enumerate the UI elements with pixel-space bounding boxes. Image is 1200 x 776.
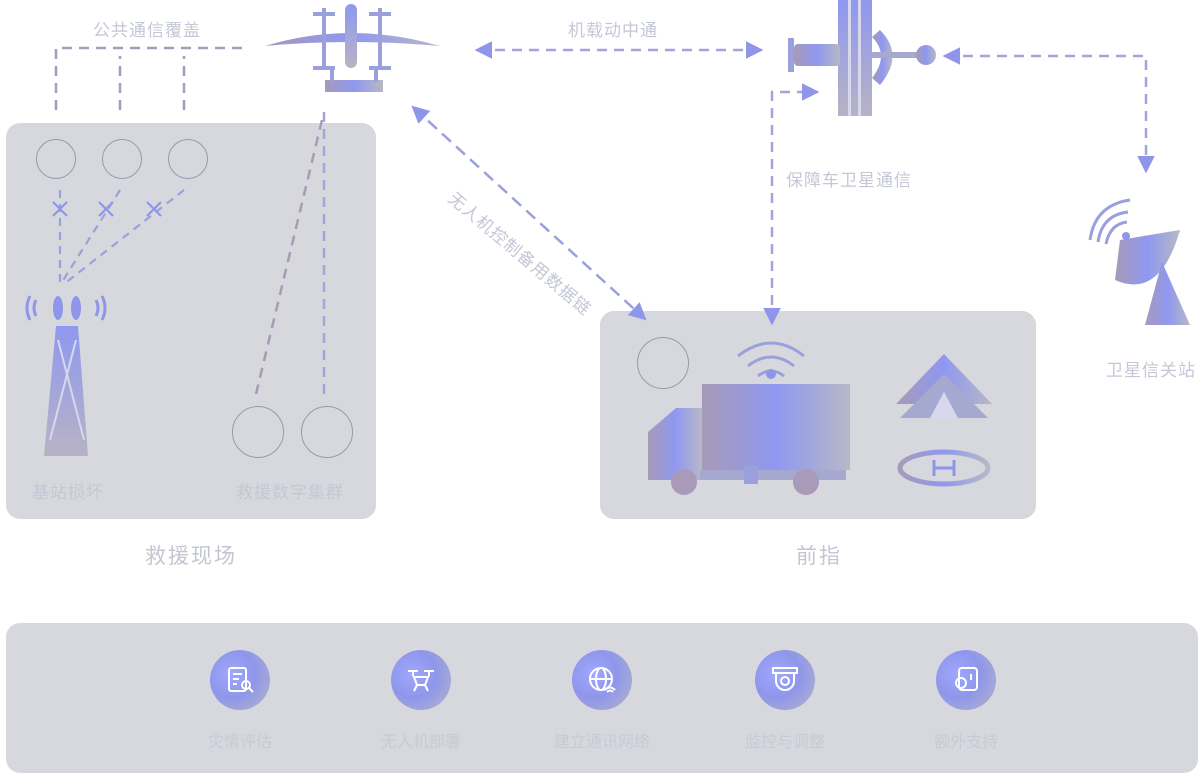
helipad-icon <box>897 449 991 487</box>
step-disaster-assessment: 灾情评估 <box>160 650 320 752</box>
drone-icon <box>391 650 451 710</box>
damaged-tower-icon <box>25 295 107 456</box>
gateway-station-label: 卫星信关站 <box>1106 361 1196 381</box>
rescuer-avatar-3 <box>168 139 208 179</box>
command-post-title: 前指 <box>796 544 842 568</box>
team-member-avatar-2 <box>301 406 353 458</box>
vehicle-satcom-label: 保障车卫星通信 <box>786 171 912 191</box>
rescuer-avatar-1 <box>36 139 76 179</box>
airborne-comm-label: 机载动中通 <box>568 21 658 41</box>
camera-monitor-icon <box>755 650 815 710</box>
command-truck-icon <box>648 341 850 495</box>
vehicle-satcom-link <box>763 83 820 326</box>
drone-to-team-link-2 <box>254 119 324 395</box>
step-uav-deployment: 无人机部署 <box>341 650 501 752</box>
team-member-avatar-1 <box>232 406 284 458</box>
step-extra-support: 额外支持 <box>886 650 1046 752</box>
uav-icon <box>265 4 440 92</box>
commander-avatar <box>637 337 689 389</box>
gateway-link <box>942 47 1155 174</box>
step-monitor-adjust: 监控与调整 <box>705 650 865 752</box>
globe-wifi-icon <box>572 650 632 710</box>
step-build-network: 建立通讯网络 <box>522 650 682 752</box>
checklist-magnifier-icon <box>210 650 270 710</box>
rescue-site-title: 救援现场 <box>145 544 237 568</box>
rescue-team-label: 救援数字集群 <box>236 483 344 503</box>
tent-icon <box>896 354 992 418</box>
uav-datalink-line <box>411 105 647 321</box>
gateway-dish-icon <box>1088 198 1190 325</box>
support-gear-icon <box>936 650 996 710</box>
public-coverage-links <box>54 46 245 110</box>
rescuer-avatar-2 <box>102 139 142 179</box>
broken-link-x-marks <box>52 201 162 217</box>
satellite-icon <box>788 0 936 116</box>
broken-links <box>58 189 185 285</box>
public-coverage-label: 公共通信覆盖 <box>93 21 201 41</box>
base-station-damaged-label: 基站损坏 <box>32 483 104 503</box>
